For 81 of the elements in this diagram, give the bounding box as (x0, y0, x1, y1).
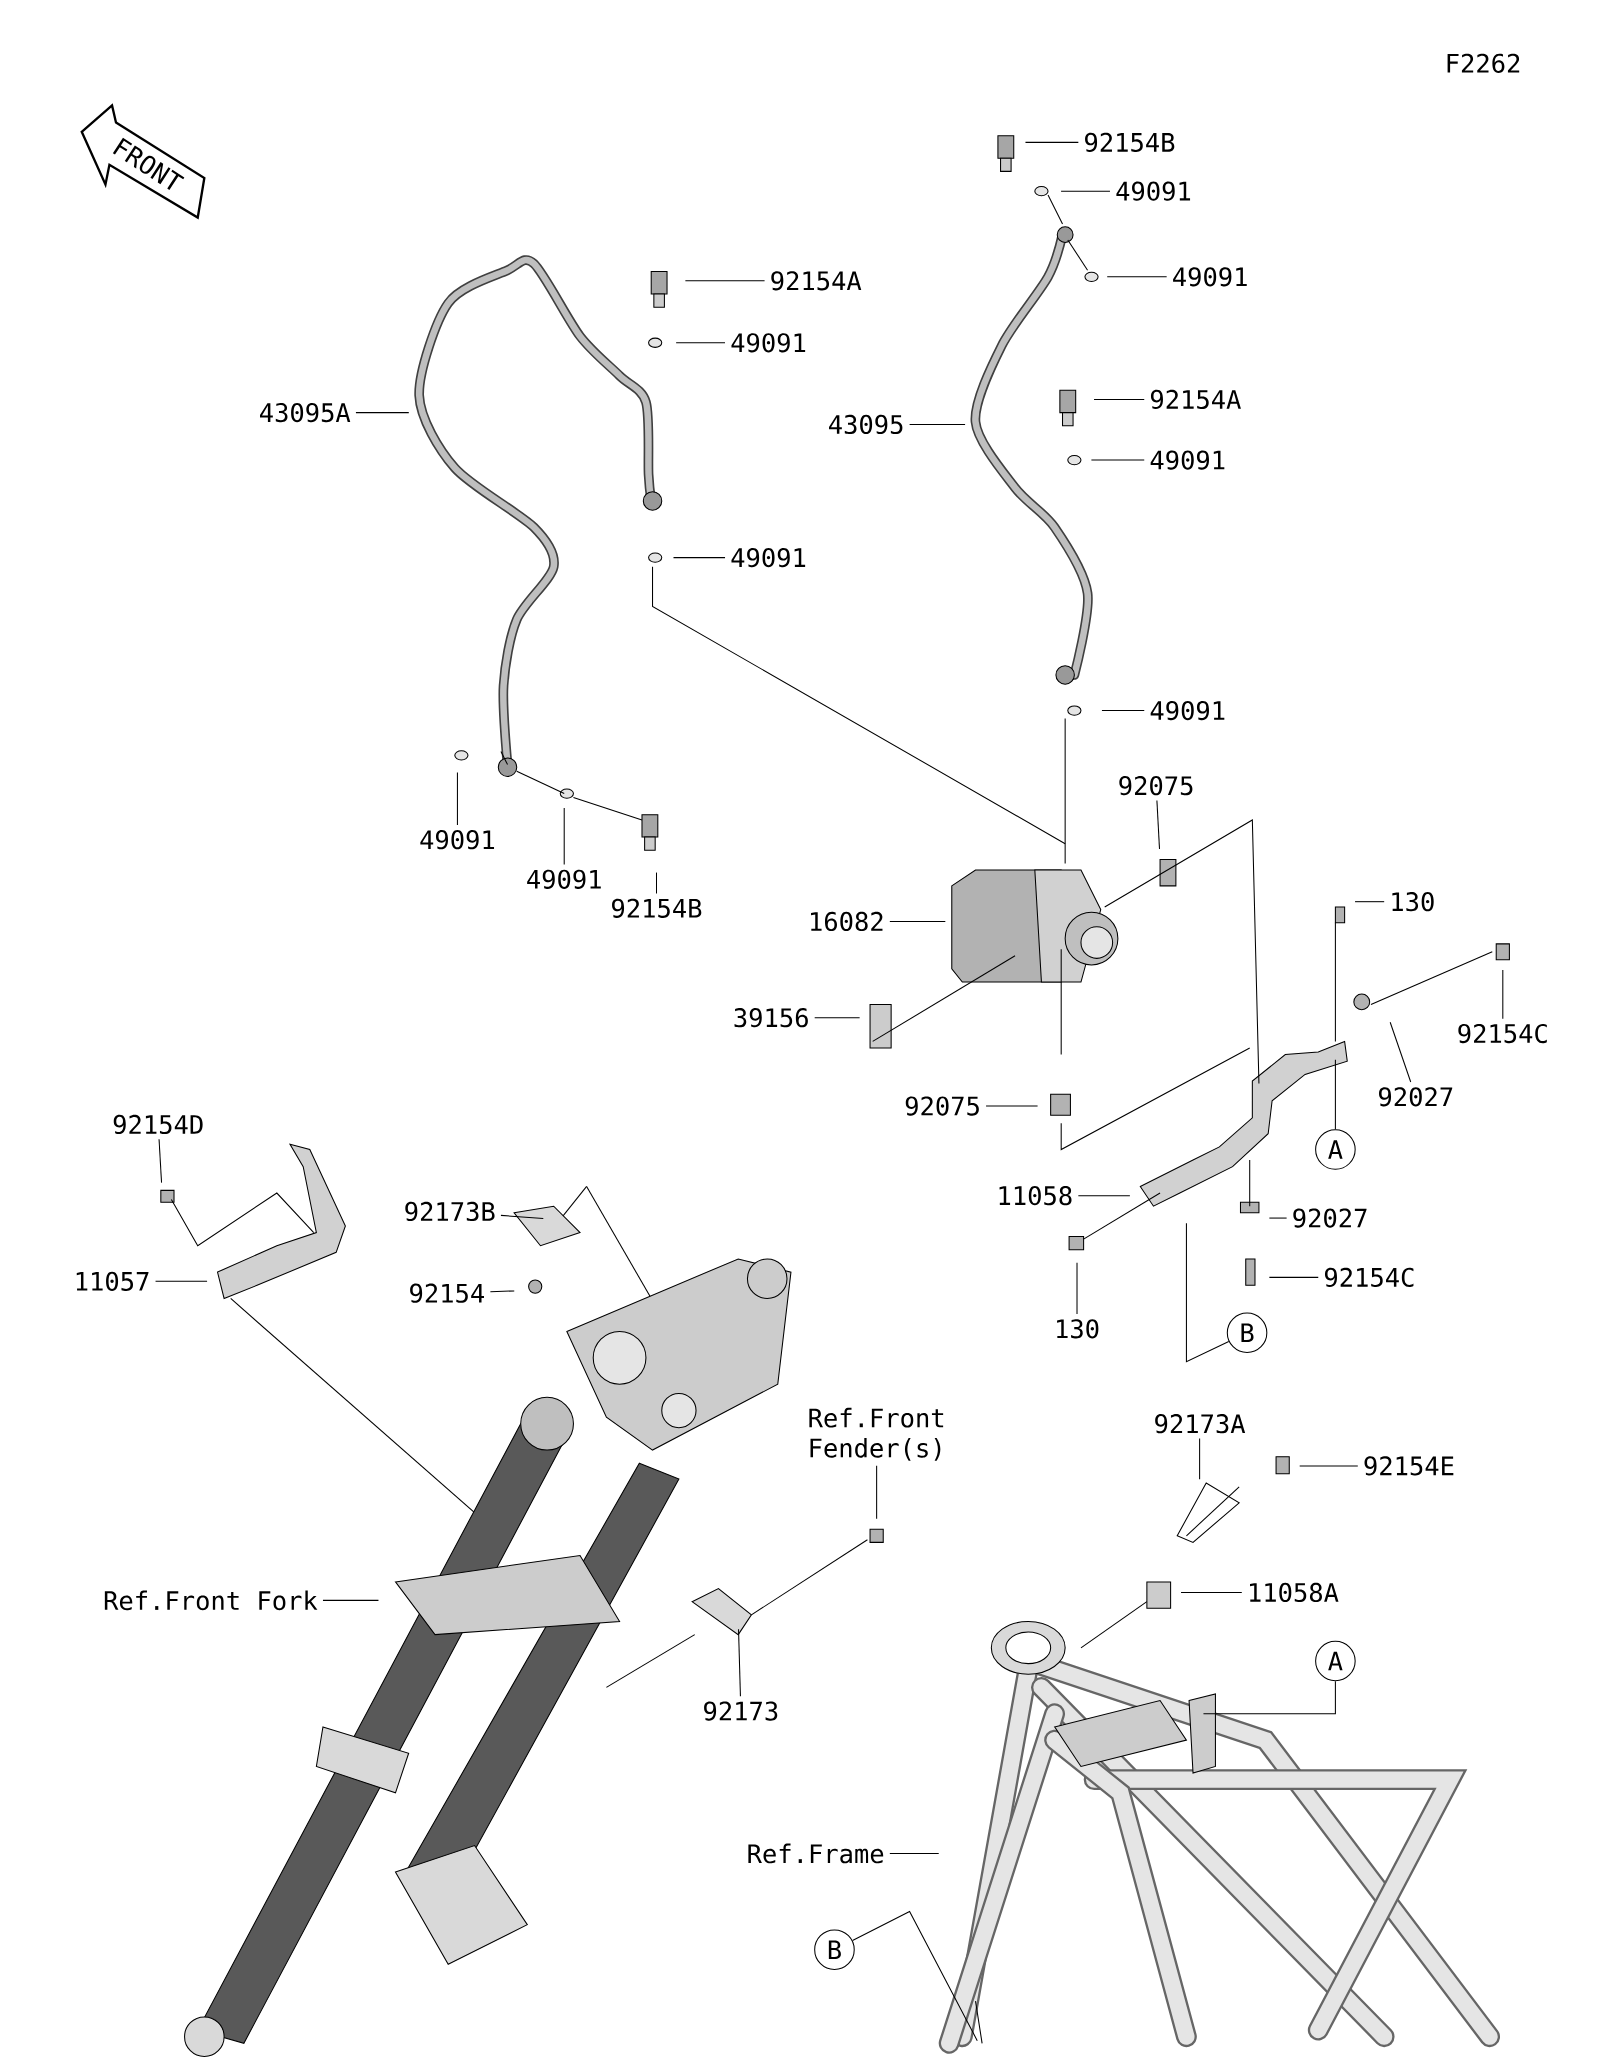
callout-number: 11058 (999, 1186, 1072, 1206)
leader-line (1090, 459, 1145, 461)
leader-line (1268, 1276, 1319, 1278)
leader-line (1101, 710, 1145, 712)
leader-line (737, 1628, 741, 1697)
leader-line (1106, 276, 1167, 278)
leader-line (158, 1138, 162, 1184)
callout-number: 92154 (409, 1283, 484, 1303)
leader-line (1389, 1021, 1412, 1083)
callout-number: 92154A (1150, 389, 1241, 410)
leader-line (1185, 1222, 1230, 1363)
leader-line (154, 1280, 208, 1282)
circled-letter: A (1314, 1640, 1356, 1682)
callout-number: 130 (1392, 892, 1434, 912)
circled-letter: B (814, 1929, 855, 1970)
leader-line (1077, 1195, 1131, 1197)
reference-label: Ref.Front Fork (104, 1590, 318, 1611)
callout-number: 49091 (731, 333, 805, 353)
callout-number: 92027 (1293, 1208, 1367, 1228)
leader-line (1268, 1217, 1287, 1219)
callout-number: 92154A (771, 271, 862, 291)
callout-number: 11057 (76, 1271, 149, 1291)
callout-number: 92154D (113, 1114, 203, 1135)
callout-number: 92154B (611, 898, 702, 918)
leader-line (1202, 1680, 1336, 1715)
callout-number: 92154C (1324, 1267, 1414, 1288)
leader-line (675, 342, 726, 344)
leader-line (889, 920, 946, 922)
leader-line (814, 1017, 860, 1019)
callout-number: 49091 (1172, 267, 1247, 287)
page-code: F2262 (1447, 53, 1519, 73)
callout-number: 92154B (1084, 132, 1175, 152)
callout-number: 39156 (734, 1008, 808, 1028)
callout-number: 130 (1056, 1319, 1099, 1339)
leader-line (322, 1599, 379, 1601)
callout-number: 16082 (810, 911, 883, 932)
callout-number: 49091 (1150, 450, 1225, 470)
leader-line (672, 557, 726, 559)
callout-number: 49091 (1150, 700, 1225, 721)
leader-line (908, 423, 966, 425)
callout-number: 49091 (1116, 181, 1190, 201)
leader-line (1060, 190, 1111, 192)
callout-number: 49091 (420, 830, 494, 850)
callout-number: 92075 (905, 1096, 979, 1116)
callout-number: 43095 (828, 414, 903, 435)
callout-number: 92154C (1458, 1023, 1547, 1044)
leader-line (500, 1214, 544, 1220)
leader-line (684, 280, 765, 282)
leader-line (1076, 1262, 1078, 1315)
reference-label: Ref.Front Fender(s) (809, 1407, 943, 1461)
leader-line (1093, 398, 1145, 400)
callout-number: 43095A (259, 403, 351, 423)
leader-line (1180, 1591, 1243, 1593)
leader-line (1354, 901, 1385, 903)
leader-line (1156, 799, 1160, 850)
leader-line (355, 412, 410, 414)
leader-line (1502, 969, 1504, 1020)
leader-line (563, 807, 565, 865)
leader-line (1299, 1465, 1359, 1467)
callout-number: 92154E (1364, 1456, 1454, 1476)
callout-number: 11058A (1249, 1582, 1339, 1603)
callout-number: 92027 (1378, 1087, 1453, 1107)
leader-line (655, 872, 657, 894)
leader-line (889, 1852, 940, 1854)
callout-number: 49091 (731, 548, 805, 568)
callout-number: 92173A (1155, 1414, 1245, 1434)
callout-number: 49091 (526, 869, 601, 889)
callout-number: 92173B (405, 1201, 495, 1222)
circled-letter: B (1226, 1312, 1268, 1354)
leader-line (1334, 1059, 1336, 1130)
leader-line (985, 1105, 1038, 1107)
leader-line (875, 1465, 877, 1520)
leader-line (489, 1290, 515, 1293)
reference-label: Ref.Frame (748, 1843, 883, 1864)
leader-line (1024, 141, 1079, 143)
circled-letter: A (1314, 1129, 1356, 1170)
leader-line (1198, 1438, 1200, 1480)
leader-line (456, 771, 458, 826)
callout-number: 92075 (1119, 776, 1193, 796)
callout-number: 92173 (703, 1701, 778, 1721)
leader-line (851, 1910, 978, 2042)
